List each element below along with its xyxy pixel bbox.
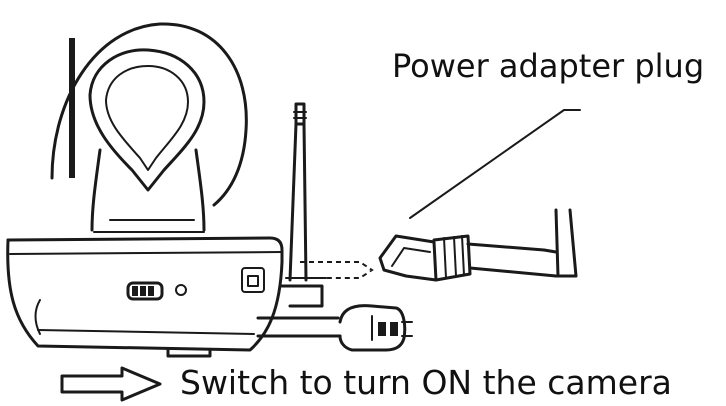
power-adapter-label: Power adapter plug [392, 50, 704, 82]
camera-base [8, 238, 282, 356]
power-plug-icon [380, 210, 576, 280]
power-port [242, 268, 264, 292]
outline-arrow-right-icon [62, 368, 160, 400]
antenna-icon [282, 104, 326, 306]
usb-cable [258, 306, 412, 350]
insert-arrow [300, 262, 372, 278]
callout-leader-line [410, 110, 580, 218]
camera-head [52, 24, 246, 232]
power-switch[interactable] [128, 283, 162, 299]
switch-on-label: Switch to turn ON the camera [180, 366, 672, 399]
indicator-led [176, 285, 186, 295]
